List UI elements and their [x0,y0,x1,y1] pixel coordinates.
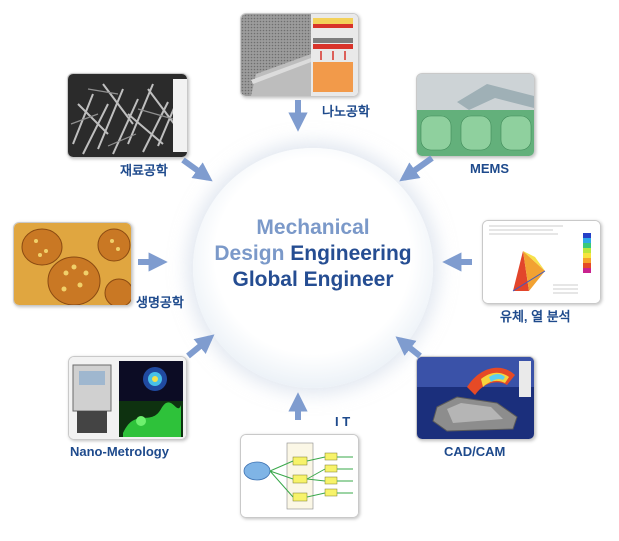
center-line-2a: Design [214,242,285,265]
center-line-1: Mechanical [256,216,370,239]
arrow-from-mems [399,155,434,182]
mems-label: MEMS [470,161,509,176]
metrology-label: Nano-Metrology [70,444,169,459]
arrow-from-materials [181,157,213,182]
arrow-from-metrology [186,334,215,359]
materials-label: 재료공학 [120,163,168,178]
nano-label: 나노공학 [322,104,370,119]
cad-image [416,356,535,440]
arrow-from-cad [395,336,422,359]
center-line-3: Global Engineer [232,268,394,291]
bio-label: 생명공학 [136,295,184,310]
center-line-2b: Engineering [290,242,412,265]
metrology-image [68,356,187,440]
center-circle [193,148,433,388]
mems-image [416,73,535,157]
fluid-label: 유체, 열 분석 [500,309,571,324]
center-title: Mechanical Design Engineering Global Eng… [193,215,433,293]
cad-label: CAD/CAM [444,444,506,459]
it-label: I T [335,414,351,429]
bio-image [13,222,132,306]
it-image [240,434,359,518]
materials-image [67,73,188,158]
nano-image [240,13,359,97]
fluid-image [482,220,601,304]
